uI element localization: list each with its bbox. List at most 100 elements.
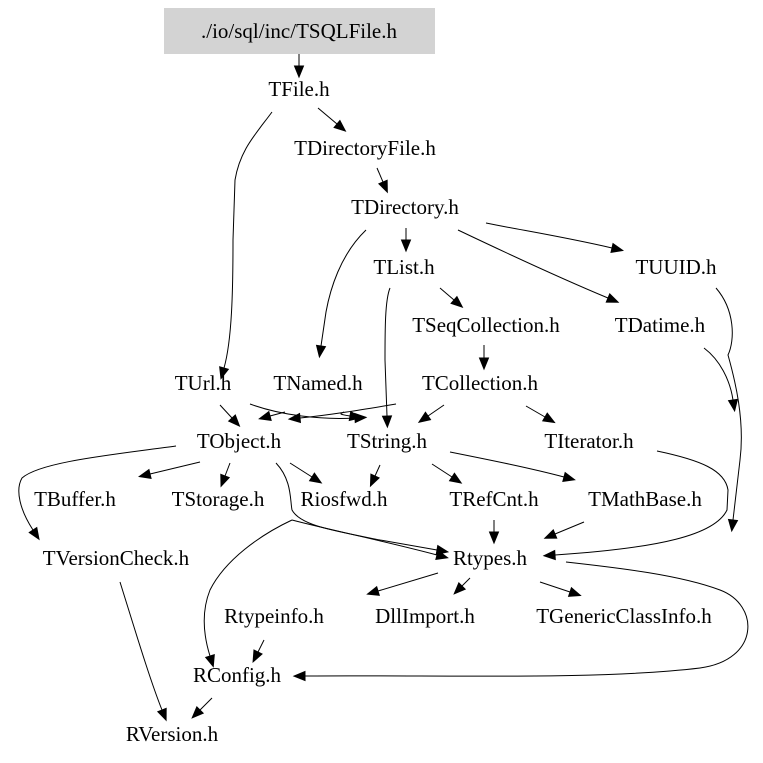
node-TVersionCheck[interactable]: TVersionCheck.h <box>43 546 190 570</box>
node-label: TSeqCollection.h <box>412 313 560 337</box>
node-TSQLFile[interactable]: ./io/sql/inc/TSQLFile.h <box>164 8 435 54</box>
arrowhead-icon <box>369 473 380 488</box>
node-TRefCnt[interactable]: TRefCnt.h <box>449 487 539 511</box>
arrowhead-icon <box>450 295 464 309</box>
edge-TRefCnt-to-Rtypes <box>488 520 500 545</box>
arrowhead-icon <box>543 528 558 539</box>
node-TSeqCollection[interactable]: TSeqCollection.h <box>412 313 560 337</box>
node-label: DllImport.h <box>375 604 475 628</box>
node-label: TNamed.h <box>273 371 363 395</box>
edge-TMathBase-to-Rtypes <box>543 521 585 539</box>
arrowhead-icon <box>377 179 388 194</box>
edge-line <box>374 464 381 477</box>
node-Rtypes[interactable]: Rtypes.h <box>453 546 528 570</box>
node-TFile[interactable]: TFile.h <box>268 77 330 101</box>
edge-line <box>554 450 729 556</box>
node-TBuffer[interactable]: TBuffer.h <box>34 487 116 511</box>
node-TIterator[interactable]: TIterator.h <box>544 429 634 453</box>
arrowhead-icon <box>727 398 739 413</box>
node-label: TList.h <box>373 255 435 279</box>
arrowhead-icon <box>219 366 230 380</box>
node-label: Rtypeinfo.h <box>224 604 324 628</box>
arrowhead-icon <box>287 412 302 424</box>
edge-line <box>554 521 585 535</box>
arrowhead-icon <box>348 410 363 422</box>
arrowhead-icon <box>478 357 490 371</box>
edge-TDirectory-to-TDatime <box>457 229 620 303</box>
node-TObject[interactable]: TObject.h <box>197 429 282 453</box>
node-TMathBase[interactable]: TMathBase.h <box>588 487 702 511</box>
edge-line <box>119 581 163 711</box>
node-TUrl[interactable]: TUrl.h <box>175 371 232 395</box>
arrowhead-icon <box>366 585 380 596</box>
node-label: TDatime.h <box>615 313 706 337</box>
root-node-box <box>164 8 435 54</box>
edge-line <box>431 463 453 478</box>
node-TDirectory[interactable]: TDirectory.h <box>351 195 459 219</box>
node-TUUID[interactable]: TUUID.h <box>635 255 717 279</box>
edge-line <box>249 403 356 419</box>
node-Rtypeinfo[interactable]: Rtypeinfo.h <box>224 604 324 628</box>
node-label: TBuffer.h <box>34 487 116 511</box>
edge-TDirectory-to-TList <box>400 228 412 253</box>
edge-line <box>18 445 177 531</box>
edge-TDirectoryFile-to-TDirectory <box>376 167 388 194</box>
node-label: TGenericClassInfo.h <box>536 604 712 628</box>
arrowhead-icon <box>727 518 739 533</box>
edge-TList-to-TSeqCollection <box>439 287 464 309</box>
node-RVersion[interactable]: RVersion.h <box>126 722 219 746</box>
arrowhead-icon <box>605 292 620 303</box>
arrowhead-icon <box>315 344 327 359</box>
node-label: TDirectoryFile.h <box>294 136 436 160</box>
edge-line <box>376 167 384 183</box>
node-Riosfwd[interactable]: Riosfwd.h <box>301 487 388 511</box>
node-DllImport[interactable]: DllImport.h <box>375 604 475 628</box>
arrowhead-icon <box>541 412 556 424</box>
edge-TObject-to-TVersionCheck <box>18 445 177 541</box>
edge-line <box>384 287 391 417</box>
arrowhead-icon <box>448 472 463 484</box>
edge-line <box>269 411 286 417</box>
node-TStorage[interactable]: TStorage.h <box>172 487 265 511</box>
edge-TVersionCheck-to-RVersion <box>119 581 167 722</box>
node-label: TUUID.h <box>635 255 717 279</box>
node-label: TString.h <box>347 429 427 453</box>
edge-Rtypes-to-RConfig <box>292 561 749 682</box>
node-TNamed[interactable]: TNamed.h <box>273 371 363 395</box>
arrowhead-icon <box>453 581 467 595</box>
node-label: TMathBase.h <box>588 487 702 511</box>
node-TDirectoryFile[interactable]: TDirectoryFile.h <box>294 136 436 160</box>
edge-TFile-to-TUrl <box>219 111 273 380</box>
node-label: TUrl.h <box>175 371 232 395</box>
arrowhead-icon <box>610 242 625 253</box>
edge-TObject-to-Riosfwd <box>289 462 323 484</box>
node-TGenericClassInfo[interactable]: TGenericClassInfo.h <box>536 604 712 628</box>
edge-line <box>439 287 455 301</box>
arrowhead-icon <box>417 411 432 423</box>
nodes-layer: ./io/sql/inc/TSQLFile.hTFile.hTDirectory… <box>34 8 717 746</box>
node-RConfig[interactable]: RConfig.h <box>193 663 282 687</box>
edge-line <box>525 405 546 418</box>
node-label: ./io/sql/inc/TSQLFile.h <box>201 19 398 43</box>
node-label: TStorage.h <box>172 487 265 511</box>
edge-TObject-to-TBuffer <box>138 461 201 479</box>
node-TList[interactable]: TList.h <box>373 255 435 279</box>
arrowhead-icon <box>252 649 263 664</box>
arrowhead-icon <box>227 414 241 428</box>
edges-layer <box>18 52 749 722</box>
arrowhead-icon <box>488 531 500 545</box>
edge-line <box>427 404 445 417</box>
node-TDatime[interactable]: TDatime.h <box>615 313 706 337</box>
edge-RConfig-to-RVersion <box>191 697 213 719</box>
edge-line <box>291 519 438 556</box>
node-label: TObject.h <box>197 429 282 453</box>
edge-TUrl-to-TObject <box>219 404 241 428</box>
edge-line <box>223 111 273 369</box>
arrowhead-icon <box>293 65 305 79</box>
edge-line <box>320 229 367 347</box>
node-TCollection[interactable]: TCollection.h <box>422 371 539 395</box>
node-TString[interactable]: TString.h <box>347 429 427 453</box>
edge-TString-to-TMathBase <box>449 451 576 482</box>
edge-TString-to-Rtypes <box>291 519 449 560</box>
